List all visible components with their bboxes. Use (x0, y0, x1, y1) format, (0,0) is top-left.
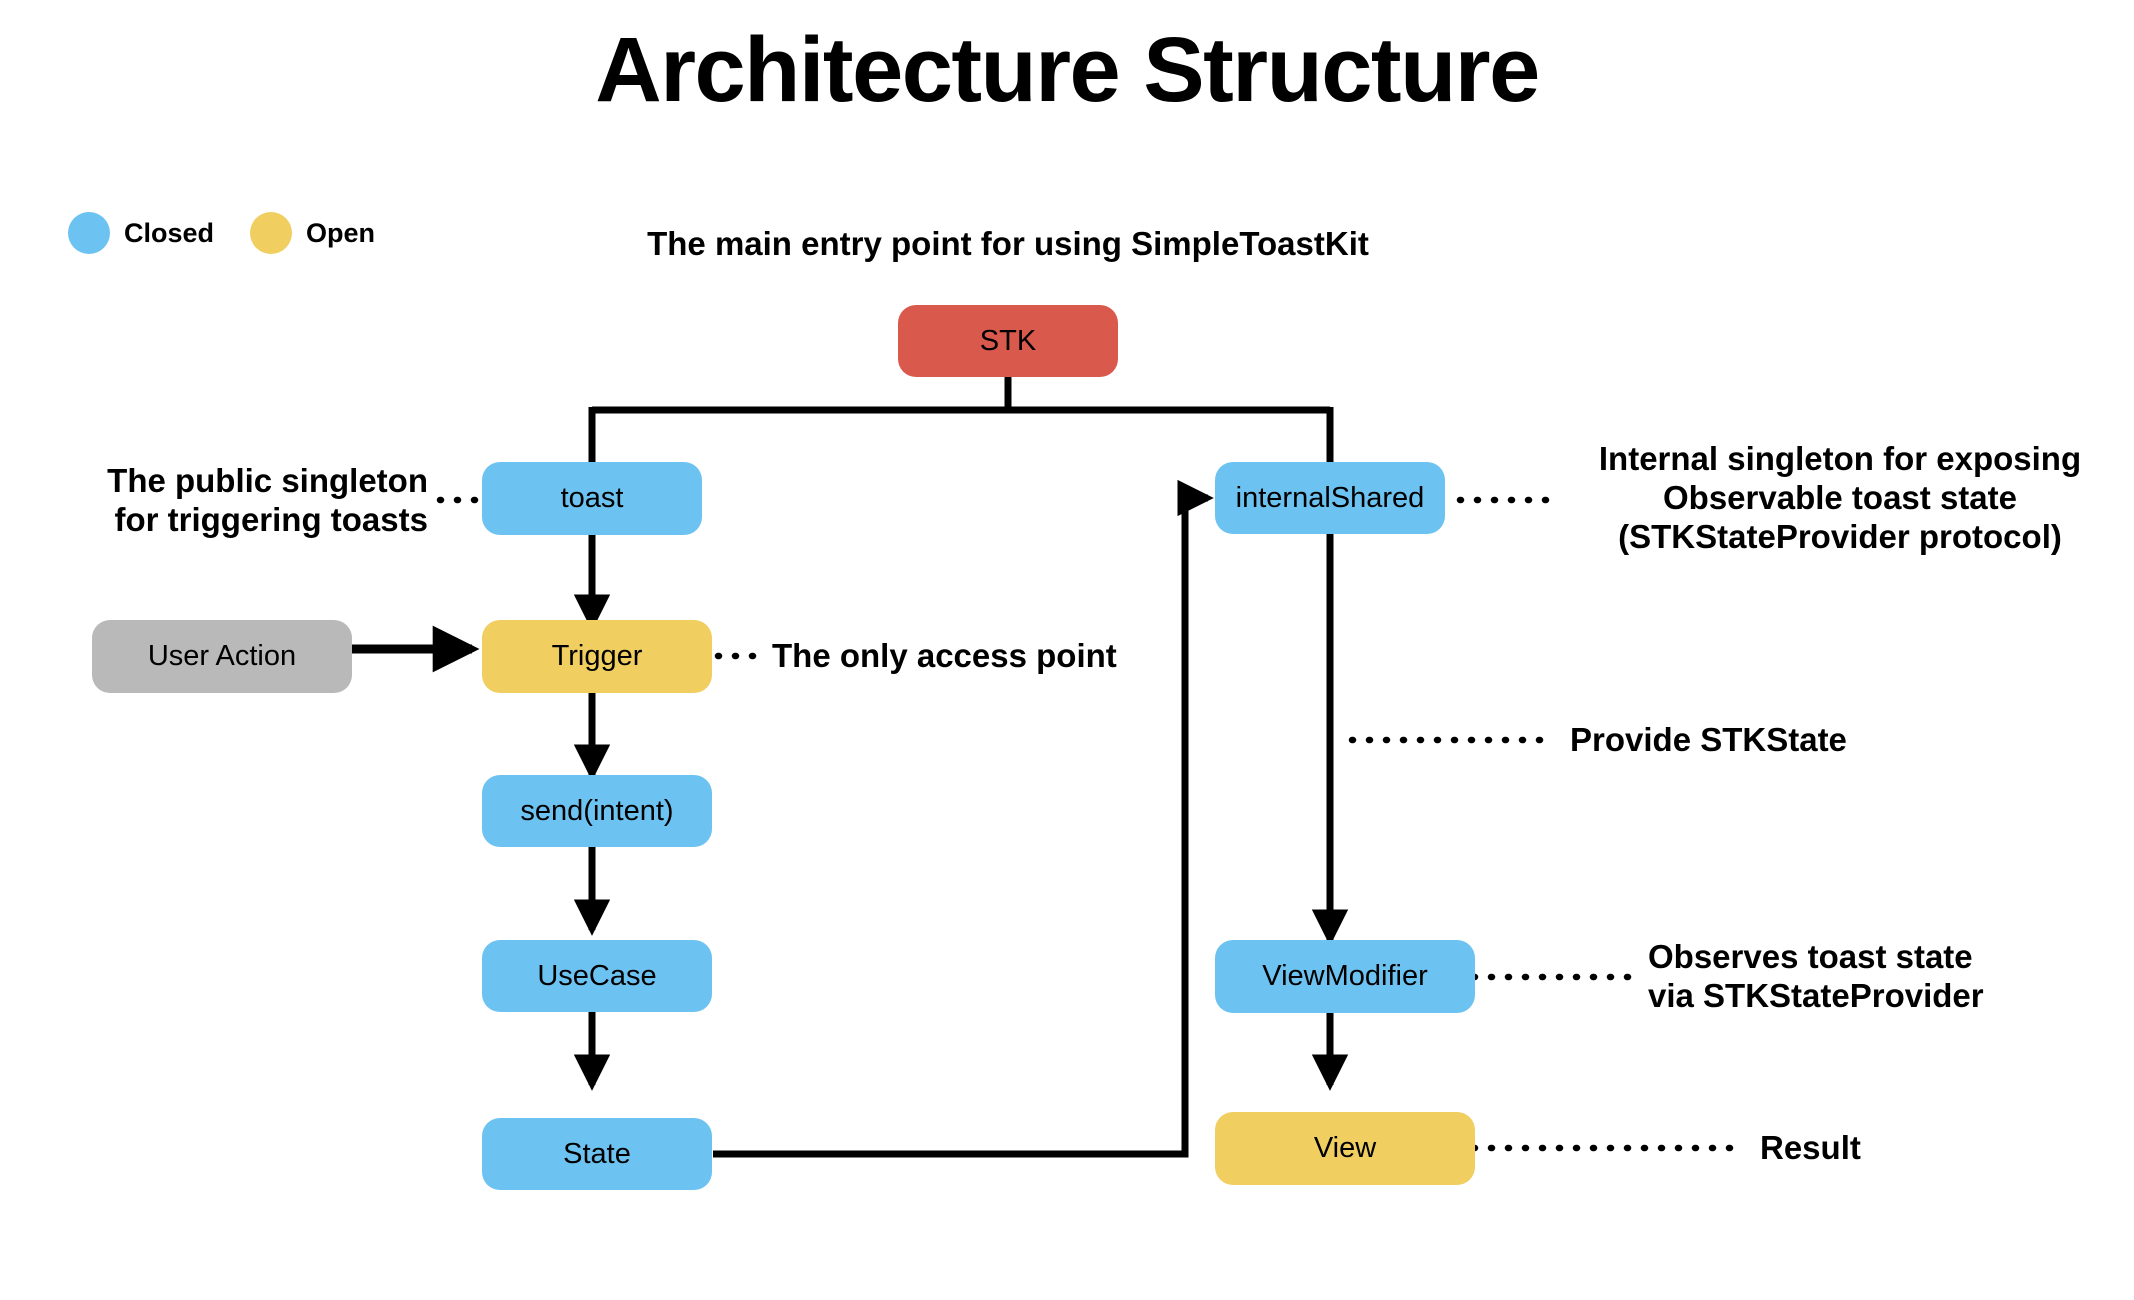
node-trigger[interactable]: Trigger (482, 620, 712, 693)
legend-item-closed: Closed (68, 212, 214, 254)
open-circle-swatch-icon (250, 212, 293, 254)
annotation-public-singleton-line-1: The public singleton (107, 462, 428, 499)
annotation-internal-shared-line-2: Observable toast state (1663, 478, 2017, 516)
node-toast[interactable]: toast (482, 462, 702, 535)
node-view-label: View (1313, 1132, 1377, 1164)
node-usecase[interactable]: UseCase (482, 940, 712, 1012)
legend: Closed Open (68, 212, 375, 254)
node-state-label: State (563, 1137, 631, 1170)
wire-state-to-internalshared (713, 479, 1214, 1158)
annotation-access-point: The only access point (772, 637, 1272, 676)
legend-label-closed: Closed (124, 217, 215, 248)
annotation-observes-line-2: via STKStateProvider (1648, 976, 1984, 1014)
legend-label-open: Open (306, 217, 376, 248)
annotation-result-line-1: Result (1760, 1129, 1861, 1166)
annotation-internal-shared-line-1: Internal singleton for exposing (1598, 440, 2082, 477)
node-send-intent-label: send(intent) (520, 794, 674, 827)
annotation-provide-stkstate-line-1: Provide STKState (1570, 721, 1847, 758)
annotation-entry-point-line-1: The main entry point for using SimpleToa… (647, 225, 1369, 262)
annotation-public-singleton-line-2: for triggering toasts (114, 500, 428, 538)
node-stk-label: STK (979, 324, 1037, 357)
node-usecase-label: UseCase (537, 959, 657, 992)
legend-item-open: Open (250, 212, 375, 254)
node-view-modifier[interactable]: ViewModifier (1215, 940, 1475, 1013)
annotation-provide-stkstate: Provide STKState (1570, 721, 2090, 760)
annotation-access-point-line-1: The only access point (772, 637, 1117, 674)
node-internal-shared-label: internalShared (1235, 481, 1425, 514)
node-view-modifier-label: ViewModifier (1262, 960, 1428, 992)
annotation-observes-line-1: Observes toast state (1648, 938, 1973, 975)
node-send-intent[interactable]: send(intent) (482, 775, 712, 847)
node-view[interactable]: View (1215, 1112, 1475, 1185)
page-title: Architecture Structure (595, 19, 1540, 121)
annotation-observes: Observes toast state via STKStateProvide… (1648, 938, 2118, 1016)
node-stk[interactable]: STK (898, 305, 1118, 377)
node-trigger-label: Trigger (551, 640, 643, 672)
annotation-internal-shared-line-3: (STKStateProvider protocol) (1618, 517, 2062, 555)
node-toast-label: toast (560, 482, 624, 514)
annotation-entry-point: The main entry point for using SimpleToa… (608, 225, 1408, 264)
node-user-action[interactable]: User Action (92, 620, 352, 693)
node-internal-shared[interactable]: internalShared (1215, 462, 1445, 534)
closed-circle-swatch-icon (68, 212, 110, 254)
node-user-action-label: User Action (147, 640, 297, 672)
annotation-internal-shared: Internal singleton for exposing Observab… (1560, 440, 2120, 557)
node-state[interactable]: State (482, 1118, 712, 1190)
annotation-result: Result (1760, 1129, 2080, 1168)
annotation-public-singleton: The public singleton for triggering toas… (18, 462, 428, 540)
